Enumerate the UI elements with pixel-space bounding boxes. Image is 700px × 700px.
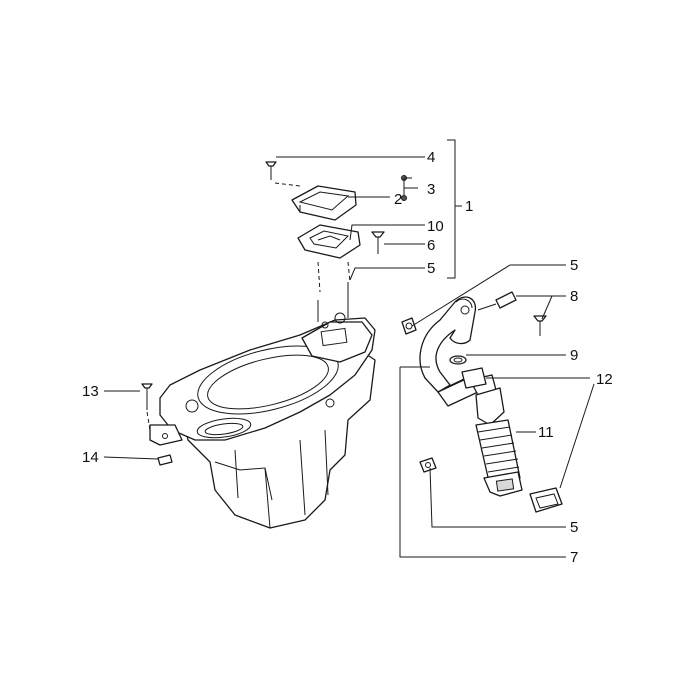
cap-12 — [529, 487, 563, 513]
callout-6: 6 — [427, 237, 435, 254]
callout-4: 4 — [427, 149, 435, 166]
callout-5-top: 5 — [427, 260, 435, 277]
callout-5-right: 5 — [570, 257, 578, 274]
grommet-5-upper — [401, 317, 417, 335]
screw-6 — [371, 231, 385, 254]
callout-8: 8 — [570, 288, 578, 305]
callout-1: 1 — [465, 198, 473, 215]
grommet-5-lower — [419, 457, 437, 473]
air-duct — [419, 296, 523, 497]
helmet-compartment — [149, 282, 376, 529]
callout-12: 12 — [596, 371, 613, 388]
callout-2: 2 — [394, 191, 402, 208]
screw-8-lower — [533, 315, 547, 336]
callout-3: 3 — [427, 181, 435, 198]
bolt-8-upper — [477, 291, 517, 311]
callout-7: 7 — [570, 549, 578, 566]
callout-labels: 4 3 2 1 10 6 5 5 8 9 12 11 13 14 5 7 — [82, 149, 613, 566]
callout-9: 9 — [570, 347, 578, 364]
callout-5-bottom: 5 — [570, 519, 578, 536]
callout-14: 14 — [82, 449, 99, 466]
fitting-12-upper — [461, 367, 487, 389]
lid-assembly — [274, 182, 361, 293]
callout-13: 13 — [82, 383, 99, 400]
callout-11: 11 — [538, 424, 554, 441]
screw-13 — [141, 383, 153, 431]
leader-lines — [103, 139, 595, 558]
callout-10: 10 — [427, 218, 444, 235]
clip-14 — [157, 454, 173, 466]
clamp-9 — [449, 355, 467, 365]
screw-4 — [265, 161, 277, 180]
